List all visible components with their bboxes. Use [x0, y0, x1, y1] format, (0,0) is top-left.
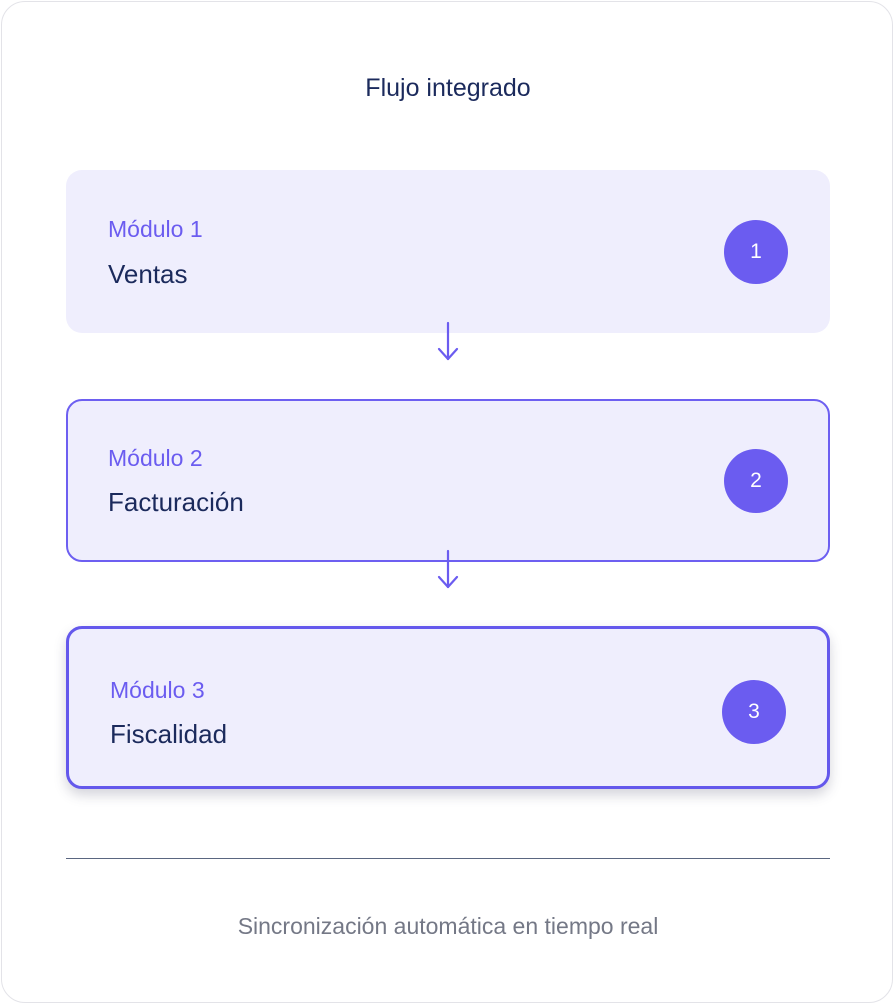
module-label: Módulo 1: [108, 216, 203, 242]
module-card-fiscalidad: Módulo 3 Fiscalidad 3: [66, 626, 830, 789]
divider: [66, 858, 830, 859]
module-name: Fiscalidad: [110, 719, 228, 749]
module-name: Facturación: [108, 487, 244, 517]
module-card-ventas: Módulo 1 Ventas 1: [66, 170, 830, 333]
module-name: Ventas: [108, 259, 188, 289]
step-number-badge: 2: [724, 449, 788, 513]
step-number-badge: 3: [722, 680, 786, 744]
arrow-down-icon: [437, 549, 459, 589]
module-label: Módulo 3: [110, 677, 205, 703]
footer-note: Sincronización automática en tiempo real: [237, 913, 659, 939]
module-card-facturacion: Módulo 2 Facturación 2: [66, 399, 830, 562]
diagram-title: Flujo integrado: [365, 74, 531, 102]
arrow-down-icon: [437, 321, 459, 361]
step-number-badge: 1: [724, 220, 788, 284]
module-label: Módulo 2: [108, 445, 203, 471]
